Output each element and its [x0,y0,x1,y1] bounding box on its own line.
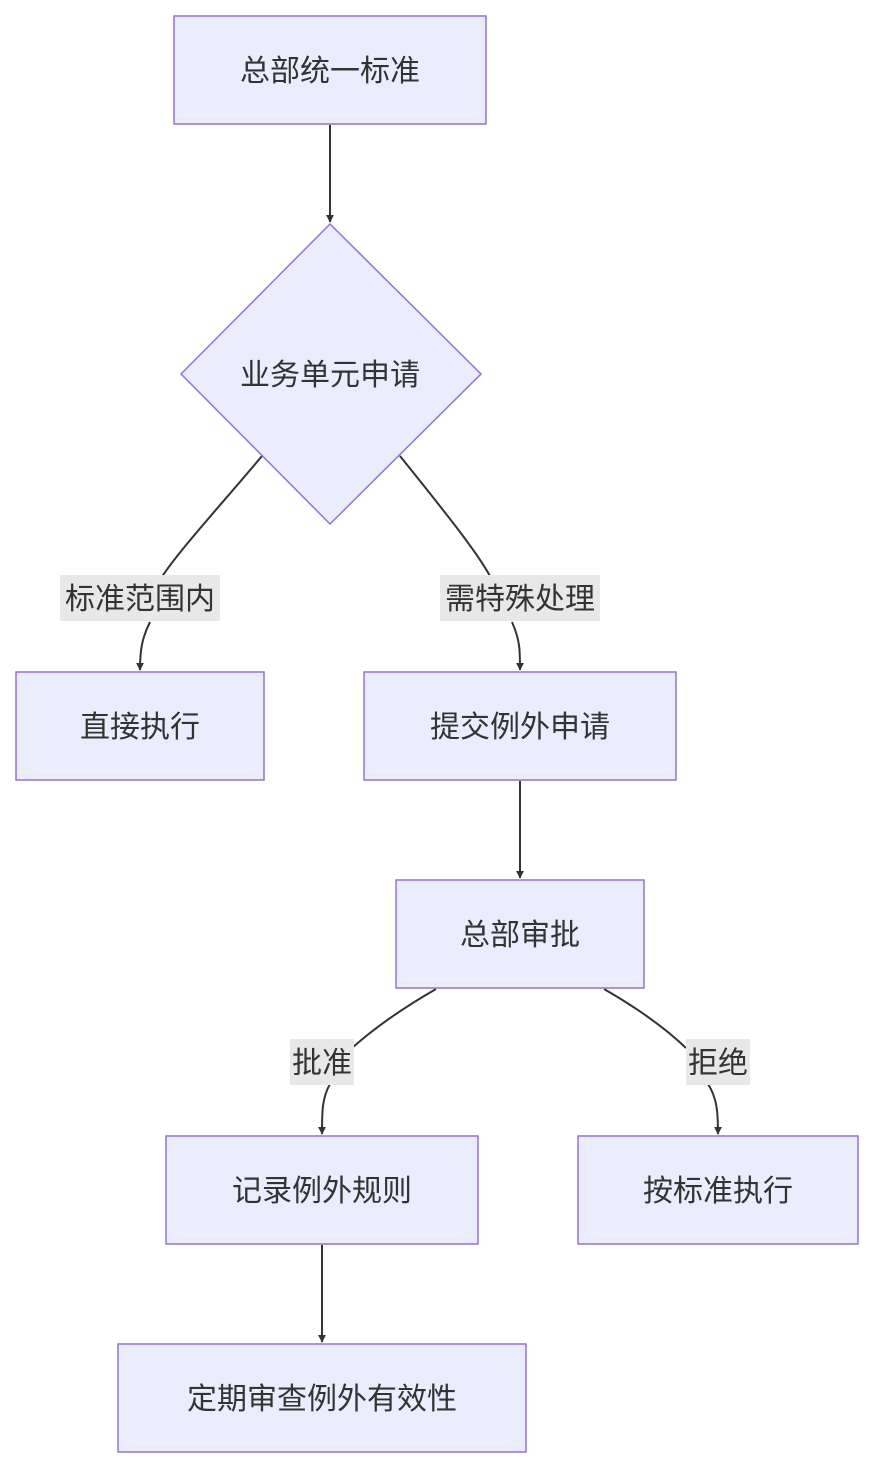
node-bu-request-decision: 业务单元申请 [179,222,483,526]
node-hq-approval: 总部审批 [395,879,645,989]
node-hq-standard: 总部统一标准 [173,15,487,125]
node-record-exception-label: 记录例外规则 [232,1174,412,1209]
edge-label-within-standard: 标准范围内 [60,575,220,621]
node-periodic-review-label: 定期审查例外有效性 [187,1382,457,1417]
node-record-exception: 记录例外规则 [165,1135,479,1245]
node-periodic-review: 定期审查例外有效性 [117,1343,527,1453]
edge-bu-request-to-submit-exception [399,455,520,670]
node-bu-request-label: 业务单元申请 [240,358,420,393]
node-hq-standard-label: 总部统一标准 [240,54,420,89]
node-submit-exception-label: 提交例外申请 [430,710,610,745]
edge-label-special-handling: 需特殊处理 [440,575,600,621]
edge-label-approve-text: 批准 [292,1046,352,1081]
edge-bu-request-to-direct-execute [140,455,263,670]
edge-hq-approval-to-record-exception [322,988,437,1134]
edge-label-reject: 拒绝 [686,1039,750,1085]
node-direct-execute-label: 直接执行 [80,710,200,745]
edge-hq-approval-to-execute-standard [603,988,718,1134]
node-execute-standard-label: 按标准执行 [643,1174,793,1209]
edge-label-approve: 批准 [290,1039,354,1085]
node-execute-standard: 按标准执行 [577,1135,859,1245]
edge-label-special-handling-text: 需特殊处理 [445,582,595,617]
node-hq-approval-label: 总部审批 [460,918,580,953]
edge-label-within-standard-text: 标准范围内 [65,582,215,617]
node-direct-execute: 直接执行 [15,671,265,781]
edge-label-reject-text: 拒绝 [688,1046,748,1081]
node-submit-exception: 提交例外申请 [363,671,677,781]
